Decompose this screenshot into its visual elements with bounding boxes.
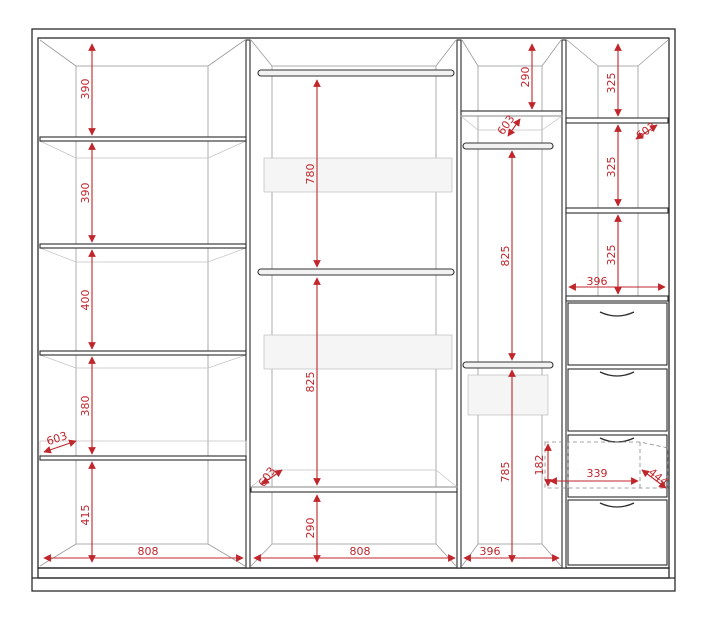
left-shelf-1 — [39, 136, 247, 142]
left-shelf-2 — [39, 243, 247, 249]
center-back-panel-2 — [263, 334, 453, 370]
dim-center-depth: 603 — [256, 465, 279, 490]
right-section — [460, 110, 564, 416]
far-section — [544, 117, 669, 566]
right-rod-2 — [462, 361, 554, 369]
dim-left-h4: 380 — [79, 396, 92, 417]
dim-right-width: 396 — [480, 545, 501, 558]
dim-left-h2: 390 — [79, 183, 92, 204]
dim-left-h1: 390 — [79, 79, 92, 100]
dim-drawer-width: 339 — [587, 467, 608, 480]
center-rod-1 — [257, 69, 455, 77]
left-shelf-3 — [39, 350, 247, 356]
drawer-2 — [567, 368, 668, 432]
dim-far-h2: 325 — [605, 157, 618, 178]
drawer-1 — [567, 302, 668, 366]
far-shelf-2 — [565, 207, 669, 214]
plinth — [37, 567, 670, 579]
divider-3 — [561, 39, 567, 569]
center-back-panel-1 — [263, 157, 453, 193]
dim-left-h3: 400 — [79, 290, 92, 311]
dim-far-h1: 325 — [605, 73, 618, 94]
far-shelf-3 — [565, 295, 669, 302]
dim-far-width: 396 — [587, 275, 608, 288]
outer-frame — [31, 28, 676, 592]
left-shelf-4 — [39, 455, 247, 461]
center-section — [250, 69, 458, 493]
drawer-4 — [567, 499, 668, 566]
dim-right-h1: 290 — [519, 67, 532, 88]
far-shelf-1 — [565, 117, 669, 124]
dim-left-h5: 415 — [79, 505, 92, 526]
right-back-panel — [467, 374, 549, 416]
dim-left-depth: 603 — [45, 429, 69, 448]
center-rod-2 — [257, 268, 455, 276]
dim-left-width: 808 — [138, 545, 159, 558]
dim-right-h3: 785 — [499, 462, 512, 483]
right-shelf — [460, 110, 563, 117]
divider-1 — [245, 39, 251, 569]
dim-far-h3: 325 — [605, 245, 618, 266]
right-rod-1 — [462, 142, 554, 150]
dim-right-h2: 825 — [499, 246, 512, 267]
dim-center-h1: 780 — [304, 164, 317, 185]
wardrobe-carcass — [31, 28, 676, 592]
dim-center-h2: 825 — [304, 372, 317, 393]
dim-center-h3: 290 — [304, 518, 317, 539]
dim-center-width: 808 — [350, 545, 371, 558]
dim-drawer-height: 182 — [533, 455, 546, 476]
left-section — [39, 136, 247, 461]
dimension-lines — [43, 43, 667, 563]
divider-2 — [456, 39, 462, 569]
center-shelf — [250, 486, 458, 493]
